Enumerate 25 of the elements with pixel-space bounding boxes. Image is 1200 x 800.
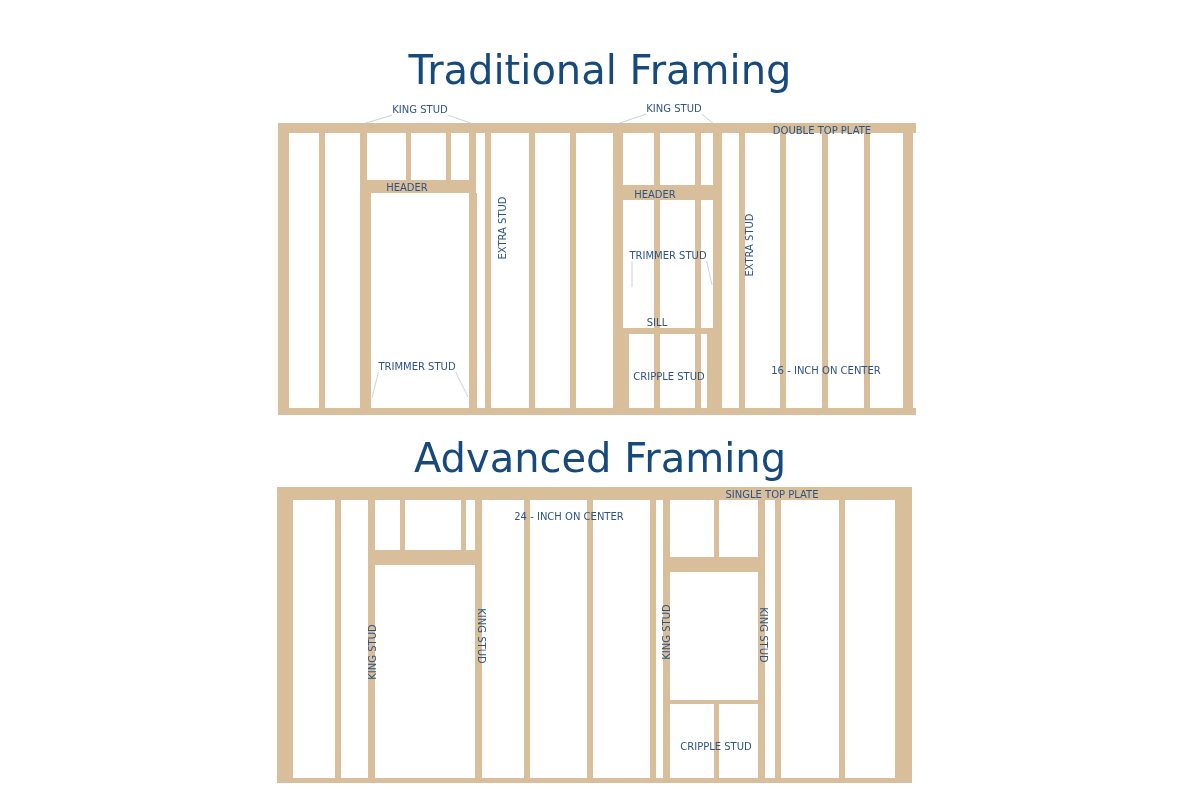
part-label: HEADER [386,183,428,193]
part-label: KING STUD [662,604,672,660]
leader-line [701,113,715,125]
part-label: 16 - INCH ON CENTER [771,366,881,376]
leader-line [371,371,379,399]
part-label: KING STUD [758,607,768,663]
part-label: KING STUD [646,104,702,114]
part-label: CRIPPLE STUD [633,372,705,382]
leader-line [362,114,393,125]
part-label: CRIPPLE STUD [680,742,752,752]
leader-line [447,114,474,125]
part-label: SILL [646,318,668,328]
part-label: TRIMMER STUD [378,362,456,372]
part-label: EXTRA STUD [745,213,755,277]
part-label: 24 - INCH ON CENTER [514,512,624,522]
part-label: TRIMMER STUD [629,251,707,261]
part-label: EXTRA STUD [498,196,508,260]
leader-line [706,260,713,286]
part-label: KING STUD [368,624,378,680]
leader-line [455,371,469,398]
part-label: KING STUD [392,105,448,115]
leader-line [616,113,647,125]
part-label: SINGLE TOP PLATE [725,490,819,500]
part-label: HEADER [634,190,676,200]
part-label: KING STUD [476,608,486,664]
